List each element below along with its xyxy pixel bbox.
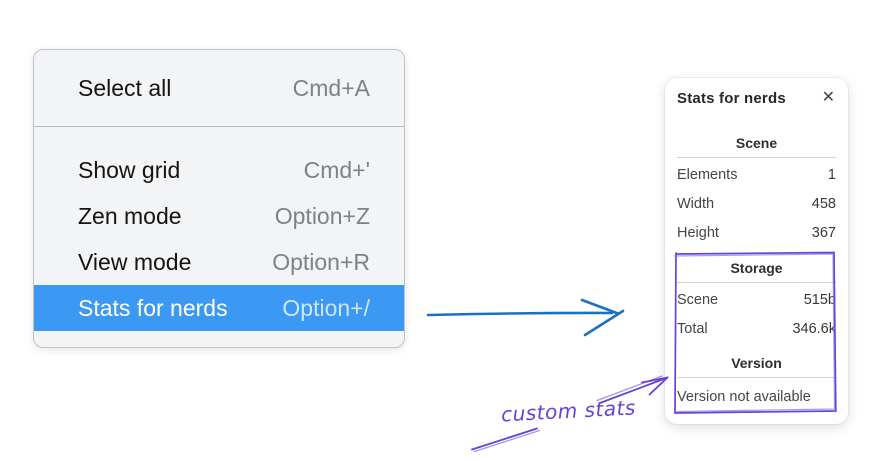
menu-item-show-grid[interactable]: Show grid Cmd+' [34, 147, 404, 193]
stat-value: 346.6k [792, 320, 836, 337]
menu-divider [34, 126, 404, 127]
menu-item-stats-for-nerds[interactable]: Stats for nerds Option+/ [34, 285, 404, 331]
stat-value: 458 [811, 195, 836, 212]
annotation-label: custom stats [500, 395, 637, 427]
context-menu-section-bottom: Show grid Cmd+' Zen mode Option+Z View m… [34, 127, 404, 346]
menu-item-select-all[interactable]: Select all Cmd+A [34, 65, 404, 111]
stat-label: Elements [677, 166, 738, 183]
menu-item-shortcut: Option+/ [282, 294, 370, 321]
section-header-version: Version [731, 355, 782, 371]
menu-item-shortcut: Cmd+' [303, 156, 370, 183]
menu-item-zen-mode[interactable]: Zen mode Option+Z [34, 193, 404, 239]
stat-row-scene-storage: Scene 515b [677, 285, 836, 314]
stat-row-elements: Elements 1 [677, 160, 836, 189]
close-icon[interactable]: ✕ [821, 89, 835, 106]
menu-item-view-mode[interactable]: View mode Option+R [34, 239, 404, 285]
menu-item-label: Show grid [78, 156, 181, 183]
stat-label: Width [677, 195, 715, 212]
stat-value: 367 [811, 224, 836, 241]
version-note: Version not available [677, 389, 811, 405]
menu-item-label: Select all [78, 74, 172, 101]
stats-panel-title: Stats for nerds [677, 89, 786, 107]
stats-panel-header: Stats for nerds ✕ [677, 88, 836, 108]
menu-item-label: View mode [78, 248, 192, 275]
stat-row-width: Width 458 [677, 189, 836, 218]
section-divider [677, 377, 836, 378]
context-menu: Select all Cmd+A Show grid Cmd+' Zen mod… [33, 49, 405, 348]
stat-row-height: Height 367 [677, 218, 836, 247]
stat-value: 515b [803, 291, 836, 308]
menu-item-label: Stats for nerds [78, 294, 228, 321]
context-menu-section-top: Select all Cmd+A [34, 50, 404, 126]
section-header-scene: Scene [735, 135, 778, 151]
menu-item-shortcut: Cmd+A [292, 74, 370, 101]
stats-panel: Stats for nerds ✕ Scene Elements 1 Width… [665, 78, 848, 424]
menu-item-shortcut: Option+R [272, 248, 370, 275]
stat-row-total-storage: Total 346.6k [677, 314, 836, 343]
section-divider [677, 157, 836, 158]
section-header-storage: Storage [730, 260, 783, 276]
menu-to-panel-arrow [426, 298, 625, 337]
stat-value: 1 [827, 166, 836, 183]
section-divider [677, 282, 836, 283]
menu-item-label: Zen mode [78, 202, 182, 229]
stat-label: Total [677, 320, 708, 337]
stat-label: Height [677, 224, 719, 241]
menu-item-shortcut: Option+Z [274, 202, 370, 229]
stat-label: Scene [677, 291, 719, 308]
